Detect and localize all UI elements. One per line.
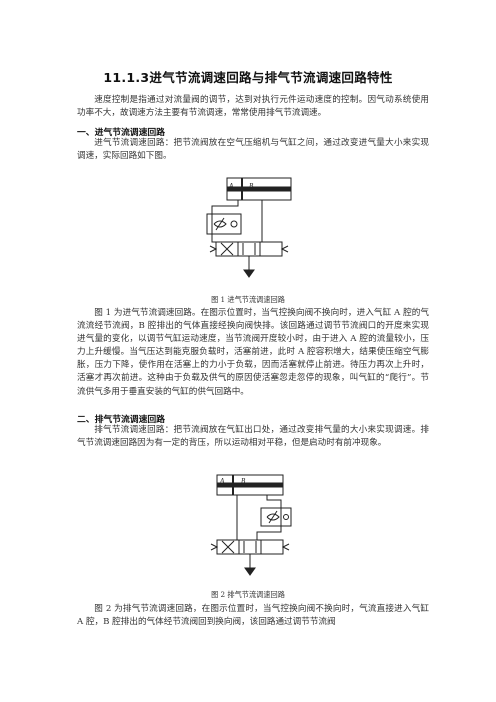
intro-paragraph: 速度控制是指通过对流量阀的调节，达到对执行元件运动速度的控制。因气动系统使用功率… xyxy=(77,95,429,119)
fig2-throttle-symbol xyxy=(266,513,280,521)
section1-heading: 一、进气节流调速回路 xyxy=(77,128,165,138)
fig1-valve-flow-2 xyxy=(220,242,234,256)
fig1-throttle-symbol xyxy=(213,220,227,228)
fig2-throttle-arrow xyxy=(268,510,278,524)
fig1-actuator-left xyxy=(209,245,218,253)
fig2-actuator-left xyxy=(210,543,219,551)
fig1-throttle-check-valve xyxy=(206,213,242,235)
fig2-throttle-check-valve xyxy=(260,507,292,527)
figure1-circuit-diagram: A B xyxy=(206,177,292,278)
fig2-check-ball xyxy=(283,514,289,520)
fig1-valve-mid xyxy=(237,241,261,257)
fig1-check-ball xyxy=(230,220,238,228)
fig1-throttle-arrow xyxy=(215,217,225,231)
fig1-piston-rod xyxy=(226,186,292,192)
section1-description: 图 1 为进气节流调速回路。在图示位置时，当气控换向阀不换向时，进入气缸 A 腔… xyxy=(77,308,429,397)
fig1-actuator-right xyxy=(280,245,289,253)
section1-text: 进气节流调速回路：把节流阀放在空气压缩机与气缸之间，通过改变进气量大小来实现调速… xyxy=(77,138,429,162)
figure2-circuit-diagram: A B xyxy=(210,474,292,576)
fig2-label-b: B xyxy=(241,477,246,485)
section2-text: 排气节流调速回路：把节流阀放在气缸出口处，通过改变排气量的大小来实现调速。排气节… xyxy=(77,425,429,449)
fig2-line-b xyxy=(256,495,282,540)
fig1-label-b: B xyxy=(249,182,254,190)
fig2-piston-rod xyxy=(216,482,284,488)
figure2-caption: 图 2 排气节流调速回路 xyxy=(211,590,285,599)
fig2-label-a: A xyxy=(219,477,225,485)
fig1-label-a: A xyxy=(228,182,234,190)
section2-description: 图 2 为排气节流调速回路，在图示位置时，当气控换向阀不换向时，气流直接进入气缸… xyxy=(77,604,429,628)
section2-heading: 二、排气节流调速回路 xyxy=(77,415,165,425)
fig1-supply-symbol xyxy=(243,269,255,278)
fig2-valve-right xyxy=(260,539,284,555)
fig2-valve-flow-2 xyxy=(221,540,235,554)
page-title: 11.1.3进气节流调速回路与排气节流调速回路特性 xyxy=(103,70,393,85)
fig2-valve-mid xyxy=(238,539,262,555)
fig1-valve-right xyxy=(259,241,283,257)
figure1-caption: 图 1 进气节流调速回路 xyxy=(211,295,285,304)
fig2-actuator-right xyxy=(281,543,290,551)
fig2-supply-symbol xyxy=(244,567,256,576)
